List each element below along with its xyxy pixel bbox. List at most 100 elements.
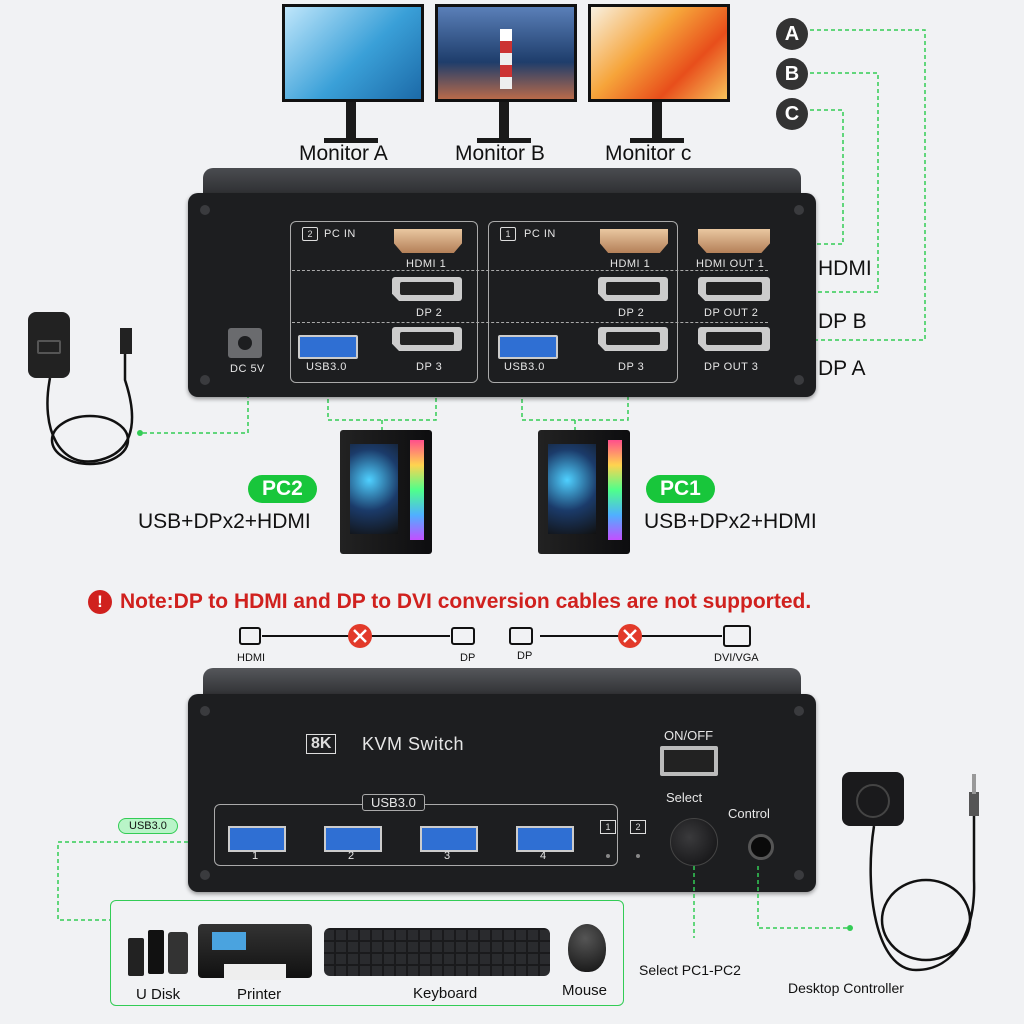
indicator-1-led	[606, 854, 610, 858]
marker-a: A	[776, 18, 808, 50]
connector-lines-top	[137, 29, 926, 436]
cable-right-a-label: DP	[517, 650, 533, 662]
usb-port-3[interactable]	[420, 826, 478, 852]
pc2-usb-port[interactable]	[298, 335, 358, 359]
usb-port-4[interactable]	[516, 826, 574, 852]
pc2-hdmi-label: HDMI 1	[406, 258, 447, 270]
monitor-a-label: Monitor A	[299, 142, 388, 165]
device-printer-label: Printer	[237, 986, 282, 1003]
controller-button-icon	[856, 784, 890, 818]
control-port[interactable]	[748, 834, 774, 860]
pc1-badge: PC1	[646, 475, 715, 503]
8k-badge: 8K	[306, 734, 337, 754]
monitor-b	[435, 4, 577, 143]
usb-hub-label: USB3.0	[362, 794, 425, 811]
pc2-group-title: PC IN	[324, 228, 356, 240]
kvm-title: KVM Switch	[362, 734, 465, 754]
pc1-dp3-port[interactable]	[598, 327, 668, 351]
pc1-dp3-label: DP 3	[618, 361, 645, 373]
pc2-connections: USB+DPx2+HDMI	[138, 510, 311, 533]
note-row: ! Note:DP to HDMI and DP to DVI conversi…	[88, 590, 811, 614]
usb-port-4-label: 4	[540, 850, 547, 862]
devices-frame	[110, 900, 624, 1006]
monitor-a-screen	[282, 4, 424, 102]
hdmi-output-label: HDMI	[818, 257, 872, 280]
pc1-input-group	[488, 221, 678, 383]
usb-port-1[interactable]	[228, 826, 286, 852]
cable-left-b-label: DP	[460, 652, 476, 664]
control-label: Control	[728, 806, 770, 821]
select-caption: Select PC1-PC2	[639, 962, 741, 978]
pc1-hdmi-label: HDMI 1	[610, 258, 651, 270]
warning-icon: !	[88, 590, 112, 614]
cable-left-a-label: HDMI	[237, 652, 266, 664]
pc2-tower	[340, 430, 432, 554]
power-adapter	[28, 312, 70, 378]
usb-port-2[interactable]	[324, 826, 382, 852]
pc2-dp2-label: DP 2	[416, 307, 443, 319]
select-button[interactable]	[670, 818, 718, 866]
dc-jack-icon	[238, 336, 252, 350]
monitor-c-screen	[588, 4, 730, 102]
usb-disk-icon	[126, 928, 190, 976]
front-panel: 8K KVM Switch ON/OFF USB3.0 1 2 3 4 1 2 …	[188, 694, 816, 892]
hdmi-out-1-port[interactable]	[698, 229, 770, 253]
pc2-input-group	[290, 221, 478, 383]
monitor-b-label: Monitor B	[455, 142, 545, 165]
indicator-2-led	[636, 854, 640, 858]
pc2-hdmi-port[interactable]	[394, 229, 462, 253]
dpa-output-label: DP A	[818, 357, 866, 380]
power-cable	[46, 328, 134, 466]
device-udisk-label: U Disk	[136, 986, 181, 1003]
marker-c: C	[776, 98, 808, 130]
printer-icon	[198, 924, 312, 980]
marker-b: B	[776, 58, 808, 90]
indicator-1: 1	[600, 820, 616, 834]
power-switch-label: ON/OFF	[664, 728, 714, 743]
pc1-connections: USB+DPx2+HDMI	[644, 510, 817, 533]
select-label: Select	[666, 790, 703, 805]
usb-port-1-label: 1	[252, 850, 259, 862]
pc2-badge: PC2	[248, 475, 317, 503]
hdmi-out-1-label: HDMI OUT 1	[696, 258, 765, 270]
dp-out-3-label: DP OUT 3	[704, 361, 759, 373]
cable-diagram	[239, 624, 751, 648]
front-panel-top	[203, 668, 801, 698]
monitor-b-screen	[435, 4, 577, 102]
pc2-usb-label: USB3.0	[306, 361, 347, 373]
pc2-dp3-port[interactable]	[392, 327, 462, 351]
pc1-group-tag: 1	[500, 227, 516, 241]
dp-out-2-port[interactable]	[698, 277, 770, 301]
pc2-group-tag: 2	[302, 227, 318, 241]
pc2-dp3-label: DP 3	[416, 361, 443, 373]
rear-panel: DC 5V 2 PC IN 1 PC IN HDMI 1 DP 2 USB3.0…	[188, 193, 816, 397]
desktop-controller[interactable]	[842, 772, 904, 826]
pc1-dp2-label: DP 2	[618, 307, 645, 319]
pc1-dp2-port[interactable]	[598, 277, 668, 301]
dp-out-3-port[interactable]	[698, 327, 770, 351]
controller-caption: Desktop Controller	[788, 980, 904, 996]
pc2-dp2-port[interactable]	[392, 277, 462, 301]
dc-power-label: DC 5V	[230, 363, 265, 375]
controller-cable	[869, 774, 979, 972]
cable-right-b-label: DVI/VGA	[714, 652, 759, 664]
pc1-hdmi-port[interactable]	[600, 229, 668, 253]
pc1-usb-port[interactable]	[498, 335, 558, 359]
usb-port-3-label: 3	[444, 850, 451, 862]
pc1-usb-label: USB3.0	[504, 361, 545, 373]
dc-power-jack[interactable]	[228, 328, 262, 358]
dp-out-2-label: DP OUT 2	[704, 307, 759, 319]
dpb-output-label: DP B	[818, 310, 867, 333]
pc1-tower	[538, 430, 630, 554]
monitor-c-label: Monitor c	[605, 142, 692, 165]
keyboard-icon	[324, 928, 550, 976]
device-mouse-label: Mouse	[562, 982, 608, 999]
pc1-group-title: PC IN	[524, 228, 556, 240]
note-text: Note:DP to HDMI and DP to DVI conversion…	[120, 590, 812, 613]
usb-tag: USB3.0	[118, 818, 178, 834]
device-keyboard-label: Keyboard	[413, 985, 478, 1002]
monitor-c	[588, 4, 730, 143]
monitor-a	[282, 4, 424, 143]
power-switch[interactable]	[660, 746, 718, 776]
mouse-icon	[568, 924, 606, 972]
